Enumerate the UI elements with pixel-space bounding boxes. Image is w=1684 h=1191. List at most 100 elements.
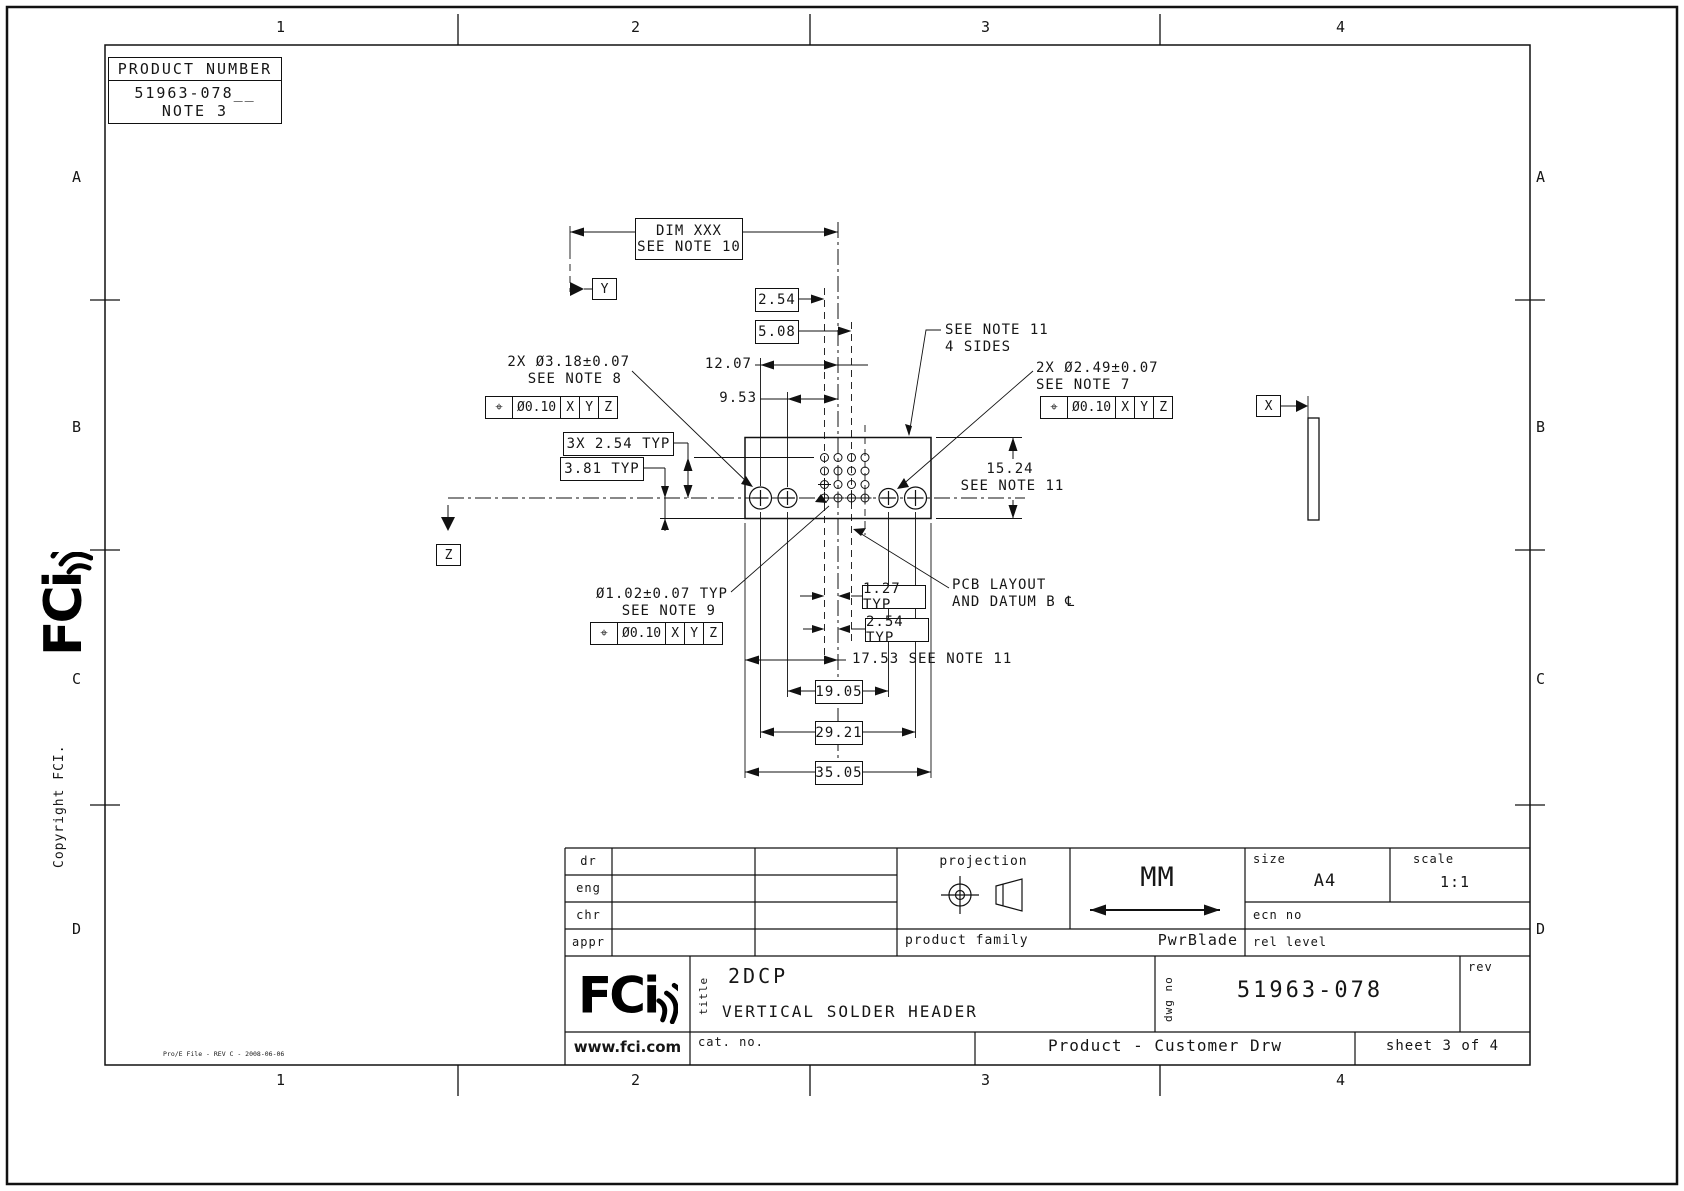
approval-row-appr: appr: [572, 935, 605, 949]
zone-row-b-left: B: [72, 418, 82, 436]
title-label: title: [697, 976, 710, 1015]
zone-col-2-top: 2: [631, 18, 641, 36]
dim-xxx-line2: SEE NOTE 10: [637, 239, 741, 255]
size-label: size: [1253, 852, 1286, 866]
dim-2-54-box: 2.54: [755, 288, 799, 312]
zone-col-4-bottom: 4: [1336, 1071, 1346, 1089]
dim-15-24-note: SEE NOTE 11: [960, 478, 1065, 495]
copyright-text: Copyright FCI.: [52, 744, 67, 868]
rel-level-label: rel level: [1253, 935, 1328, 949]
fcf-datum-3: Z: [598, 397, 617, 418]
fcf-datum-1: X: [1115, 397, 1134, 418]
callout-pcb-line2: AND DATUM B ℄: [952, 594, 1076, 610]
callout-note7-line1: 2X Ø2.49±0.07: [1036, 360, 1159, 376]
product-number-note: NOTE 3: [161, 102, 229, 120]
zone-col-1-bottom: 1: [276, 1071, 286, 1089]
zone-row-c-left: C: [72, 670, 82, 688]
dim-xxx-line1: DIM XXX: [655, 223, 722, 239]
svg-text:FCi: FCi: [578, 966, 657, 1024]
rev-label: rev: [1468, 960, 1493, 974]
fci-logo-titleblock: FCi: [578, 964, 690, 1028]
fcf-datum-1: X: [560, 397, 579, 418]
projection-label: projection: [939, 854, 1028, 869]
zone-col-3-top: 3: [981, 18, 991, 36]
callout-note9-line2: SEE NOTE 9: [621, 603, 716, 619]
zone-col-4-top: 4: [1336, 18, 1346, 36]
approval-row-eng: eng: [576, 881, 601, 895]
fci-logo-margin: FCi: [14, 540, 114, 660]
doc-type-text: Product - Customer Drw: [1048, 1036, 1282, 1055]
datum-flag-z: Z: [436, 544, 461, 566]
dim-12-07: 12.07: [704, 356, 752, 372]
dim-2-54-typ-box: 2.54 TYP: [865, 614, 929, 646]
fcf-datum-3: Z: [1153, 397, 1172, 418]
fcf-datum-2: Y: [579, 397, 598, 418]
dwg-no-label: dwg no: [1162, 976, 1175, 1022]
drawing-title-line1: 2DCP: [728, 964, 789, 988]
product-family-label: product family: [905, 933, 1029, 948]
zone-row-a-left: A: [72, 168, 82, 186]
fcf-frame-note9: ⌖ Ø0.10 X Y Z: [590, 622, 724, 645]
zone-col-1-top: 1: [276, 18, 286, 36]
dim-29-21-box: 29.21: [815, 721, 863, 745]
zone-col-2-bottom: 2: [631, 1071, 641, 1089]
product-number-box: PRODUCT NUMBER 51963-078__ NOTE 3: [108, 57, 282, 124]
callout-note7-line2: SEE NOTE 7: [1036, 377, 1131, 393]
fcf-frame-note8: ⌖ Ø0.10 X Y Z: [485, 396, 619, 419]
scale-value: 1:1: [1439, 873, 1471, 891]
zone-row-b-right: B: [1536, 418, 1546, 436]
dim-3-81-typ-box: 3.81 TYP: [560, 457, 644, 481]
fci-logo-icon: FCi: [578, 966, 690, 1027]
product-number-header: PRODUCT NUMBER: [109, 58, 281, 81]
position-symbol-icon: ⌖: [600, 626, 608, 641]
fci-logo-icon: FCi: [34, 540, 96, 656]
fcf-tolerance: Ø0.10: [512, 397, 560, 418]
callout-pcb-line1: PCB LAYOUT: [952, 577, 1047, 593]
datum-flag-y: Y: [592, 278, 617, 300]
ecn-label: ecn no: [1253, 908, 1303, 922]
scale-label: scale: [1413, 852, 1455, 866]
size-value: A4: [1313, 871, 1337, 891]
dwg-no-value: 51963-078: [1236, 978, 1384, 1003]
drawing-title-line2: VERTICAL SOLDER HEADER: [722, 1002, 978, 1021]
dim-3x-2-54-typ-box: 3X 2.54 TYP: [563, 432, 674, 456]
callout-note9-line1: Ø1.02±0.07 TYP: [595, 586, 728, 602]
callout-note8-line1: 2X Ø3.18±0.07: [507, 354, 630, 370]
dim-5-08-box: 5.08: [755, 320, 799, 344]
zone-col-3-bottom: 3: [981, 1071, 991, 1089]
website-text: www.fci.com: [573, 1038, 682, 1056]
datum-flag-x: X: [1256, 395, 1281, 417]
fcf-datum-3: Z: [703, 623, 722, 644]
position-symbol-icon: ⌖: [1050, 400, 1058, 415]
zone-row-d-left: D: [72, 920, 82, 938]
plot-footnote: Pro/E File - REV C - 2008-06-06: [163, 1050, 285, 1058]
callout-note8-line2: SEE NOTE 8: [527, 371, 622, 387]
fcf-tolerance: Ø0.10: [1067, 397, 1115, 418]
fcf-datum-2: Y: [684, 623, 703, 644]
fcf-datum-1: X: [665, 623, 684, 644]
dim-19-05-box: 19.05: [815, 680, 863, 704]
fcf-tolerance: Ø0.10: [617, 623, 665, 644]
approval-row-chr: chr: [576, 908, 601, 922]
callout-note11-line2: 4 SIDES: [945, 339, 1012, 355]
zone-row-d-right: D: [1536, 920, 1546, 938]
cat-no-label: cat. no.: [698, 1035, 764, 1049]
sheet-number-text: sheet 3 of 4: [1385, 1038, 1500, 1054]
dim-9-53: 9.53: [719, 390, 757, 406]
product-family-value: PwrBlade: [1157, 931, 1238, 949]
zone-row-c-right: C: [1536, 670, 1546, 688]
dim-15-24: 15.24: [975, 461, 1045, 478]
units-value: MM: [1140, 862, 1175, 893]
projection-symbol-icon: [941, 876, 1023, 914]
dim-17-53: 17.53 SEE NOTE 11: [852, 651, 1013, 667]
position-symbol-icon: ⌖: [495, 400, 503, 415]
callout-note11-line1: SEE NOTE 11: [945, 322, 1049, 338]
zone-row-a-right: A: [1536, 168, 1546, 186]
fcf-datum-2: Y: [1134, 397, 1153, 418]
approval-row-dr: dr: [580, 854, 597, 868]
dim-1-27-typ-box: 1.27 TYP: [862, 581, 926, 613]
product-number-value: 51963-078__: [134, 84, 256, 102]
dim-xxx-box: DIM XXX SEE NOTE 10: [635, 218, 743, 260]
